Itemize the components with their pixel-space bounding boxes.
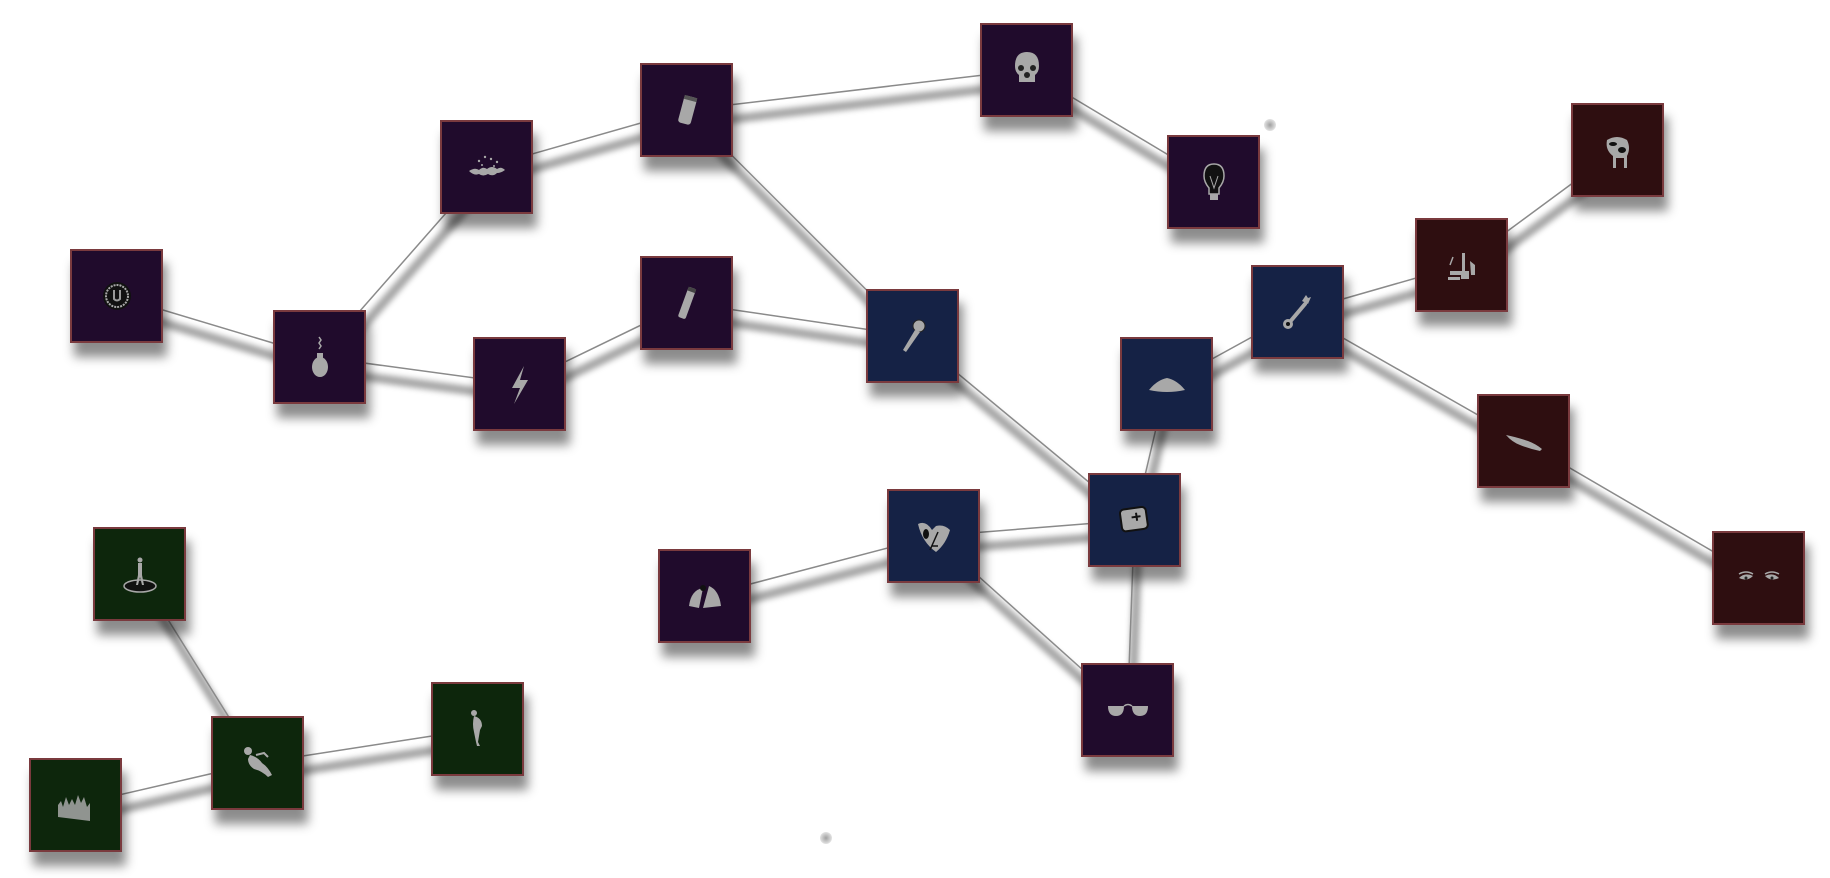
- skill-node-blade[interactable]: [1477, 394, 1570, 488]
- fighters-icon: [1447, 253, 1475, 280]
- skill-node-sand[interactable]: [1120, 337, 1213, 431]
- fist-icon: [1606, 137, 1629, 168]
- skill-node-crowd[interactable]: [29, 758, 122, 852]
- skill-node-can[interactable]: [640, 63, 733, 157]
- fire-splash-icon: [468, 155, 505, 176]
- crowd-icon: [57, 795, 90, 821]
- skill-node-skull[interactable]: [980, 23, 1073, 117]
- eyes-icon: [1738, 571, 1779, 580]
- skill-node-lightning[interactable]: [473, 337, 566, 431]
- skill-node-ring[interactable]: [70, 249, 163, 343]
- dancer-icon: [470, 710, 482, 746]
- skill-node-hands[interactable]: [658, 549, 751, 643]
- sand-pile-icon: [1148, 378, 1185, 392]
- skill-node-dancer[interactable]: [431, 682, 524, 776]
- ring-eye-icon: [102, 282, 131, 310]
- skill-node-fist[interactable]: [1571, 103, 1664, 197]
- skill-node-first-aid[interactable]: [1088, 473, 1181, 567]
- decorative-dot: [1264, 119, 1276, 131]
- perfume-bottle-icon: [311, 336, 328, 377]
- wrench-icon: [1282, 295, 1311, 329]
- skill-node-bottle[interactable]: [273, 310, 366, 404]
- skill-node-sunglasses[interactable]: [1081, 663, 1174, 757]
- edge-shadow-n5-n7: [686, 79, 1035, 129]
- edge-n5-n7: [686, 69, 1027, 111]
- skill-node-flashlight[interactable]: [640, 256, 733, 350]
- lightning-icon: [511, 366, 528, 404]
- figure-on-portal-icon: [122, 557, 157, 593]
- skill-node-eyes[interactable]: [1712, 531, 1805, 625]
- hands-icon: [688, 585, 721, 608]
- sunglasses-icon: [1107, 703, 1148, 716]
- skull-icon: [1014, 52, 1039, 82]
- blade-icon: [1505, 435, 1542, 451]
- skill-node-heart[interactable]: [887, 489, 980, 583]
- flashlight-icon: [677, 286, 696, 319]
- skill-node-microphone[interactable]: [866, 289, 959, 383]
- skill-node-fire[interactable]: [440, 120, 533, 214]
- wrestlers-icon: [243, 747, 272, 777]
- skill-node-fighters[interactable]: [1415, 218, 1508, 312]
- skill-node-bulb[interactable]: [1167, 135, 1260, 229]
- skill-node-portal-figure[interactable]: [93, 527, 186, 621]
- decorative-dot: [820, 832, 832, 844]
- can-icon: [677, 94, 697, 125]
- light-bulb-icon: [1202, 163, 1225, 200]
- microphone-icon: [902, 319, 925, 352]
- skill-node-wrench[interactable]: [1251, 265, 1344, 359]
- skill-node-wrestlers[interactable]: [211, 716, 304, 810]
- first-aid-kit-icon: [1118, 505, 1149, 533]
- broken-heart-icon: [917, 522, 950, 552]
